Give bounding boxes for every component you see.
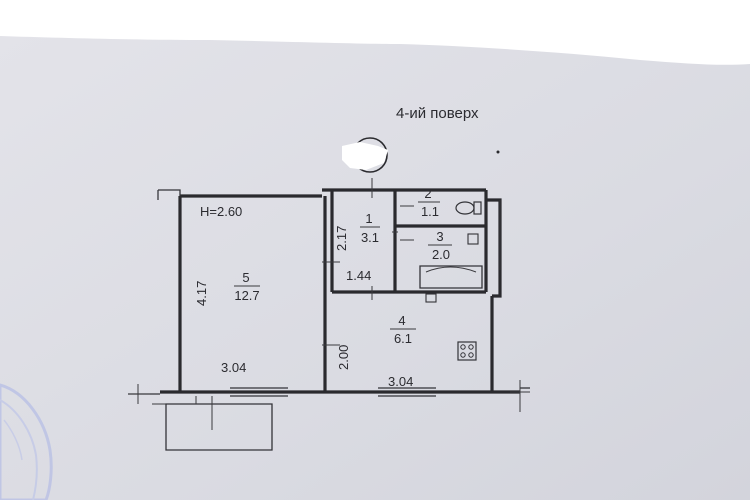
ceiling-height-label: H=2.60: [200, 204, 242, 219]
stove-fixture: [457, 341, 477, 361]
sink-fixture: [425, 293, 437, 303]
room-3-area: 2.0: [432, 247, 450, 262]
door-marks: [392, 205, 414, 241]
toilet-fixture: [455, 201, 482, 215]
dim-room5-height: 4.17: [194, 281, 209, 306]
room-4-number: 4: [398, 313, 405, 328]
dim-room1-height: 2.17: [334, 226, 349, 251]
balcony: [152, 396, 273, 451]
exterior-walls: [128, 188, 530, 395]
dim-room4-height: 2.00: [336, 345, 351, 370]
room-5-number: 5: [242, 270, 249, 285]
room-2-number: 2: [424, 186, 431, 201]
dimension-ticks: [128, 178, 530, 412]
paper-sheet: [0, 36, 750, 500]
stamp-mark: [0, 383, 53, 500]
windows: [230, 387, 436, 397]
room-3-number: 3: [436, 229, 443, 244]
room-1-number: 1: [365, 211, 372, 226]
north-marker: [342, 137, 500, 173]
room-5-area: 12.7: [234, 288, 259, 303]
dim-room4-width: 3.04: [388, 374, 413, 389]
interior-walls: [323, 190, 488, 392]
room-4-area: 6.1: [394, 331, 412, 346]
room-2-area: 1.1: [421, 204, 439, 219]
room-1-area: 3.1: [361, 230, 379, 245]
floor-label: 4-ий поверх: [396, 105, 479, 122]
bathtub-fixture: [419, 233, 483, 289]
dim-room1-width: 1.44: [346, 268, 371, 283]
dim-room5-width: 3.04: [221, 360, 246, 375]
